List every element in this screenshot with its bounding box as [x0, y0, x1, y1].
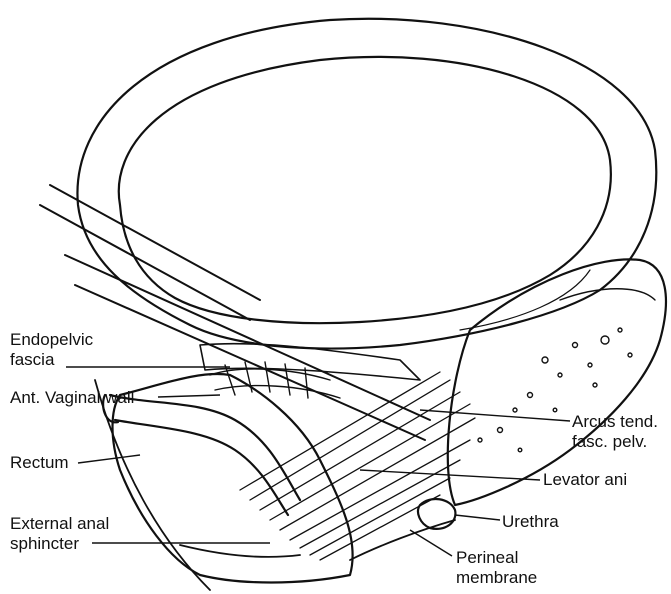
label-urethra: Urethra: [502, 512, 559, 532]
label-perineal-membrane: Perineal membrane: [456, 548, 537, 588]
label-external-anal-line1: External anal: [10, 514, 109, 534]
label-external-anal-sphincter: External anal sphincter: [10, 514, 109, 554]
outer-contour: [95, 380, 210, 590]
label-endopelvic-fascia: Endopelvic fascia: [10, 330, 93, 370]
label-arcus-line2: fasc. pelv.: [572, 432, 658, 452]
label-endopelvic-line2: fascia: [10, 350, 93, 370]
label-arcus-tendineus: Arcus tend. fasc. pelv.: [572, 412, 658, 452]
levator-fibers: [240, 372, 475, 560]
pubic-ramus-upper: [40, 205, 250, 320]
label-perineal-line2: membrane: [456, 568, 537, 588]
label-rectum: Rectum: [10, 453, 69, 473]
ischium-edge: [560, 289, 655, 300]
label-endopelvic-line1: Endopelvic: [10, 330, 93, 350]
rectum-tube-b: [115, 420, 288, 515]
pelvic-brim-inner: [119, 57, 611, 323]
label-arcus-line1: Arcus tend.: [572, 412, 658, 432]
perineal-membrane-shape: [350, 520, 455, 560]
label-external-anal-line2: sphincter: [10, 534, 109, 554]
leader-lines: [66, 367, 570, 556]
rectum-tube: [110, 395, 300, 500]
external-sphincter-shape: [180, 545, 300, 557]
pubic-ramus-lower-b: [75, 285, 425, 440]
label-perineal-line1: Perineal: [456, 548, 537, 568]
ischium-right: [448, 259, 666, 505]
label-levator-ani: Levator ani: [543, 470, 627, 490]
label-ant-vaginal-wall: Ant. Vaginal wall: [10, 388, 134, 408]
